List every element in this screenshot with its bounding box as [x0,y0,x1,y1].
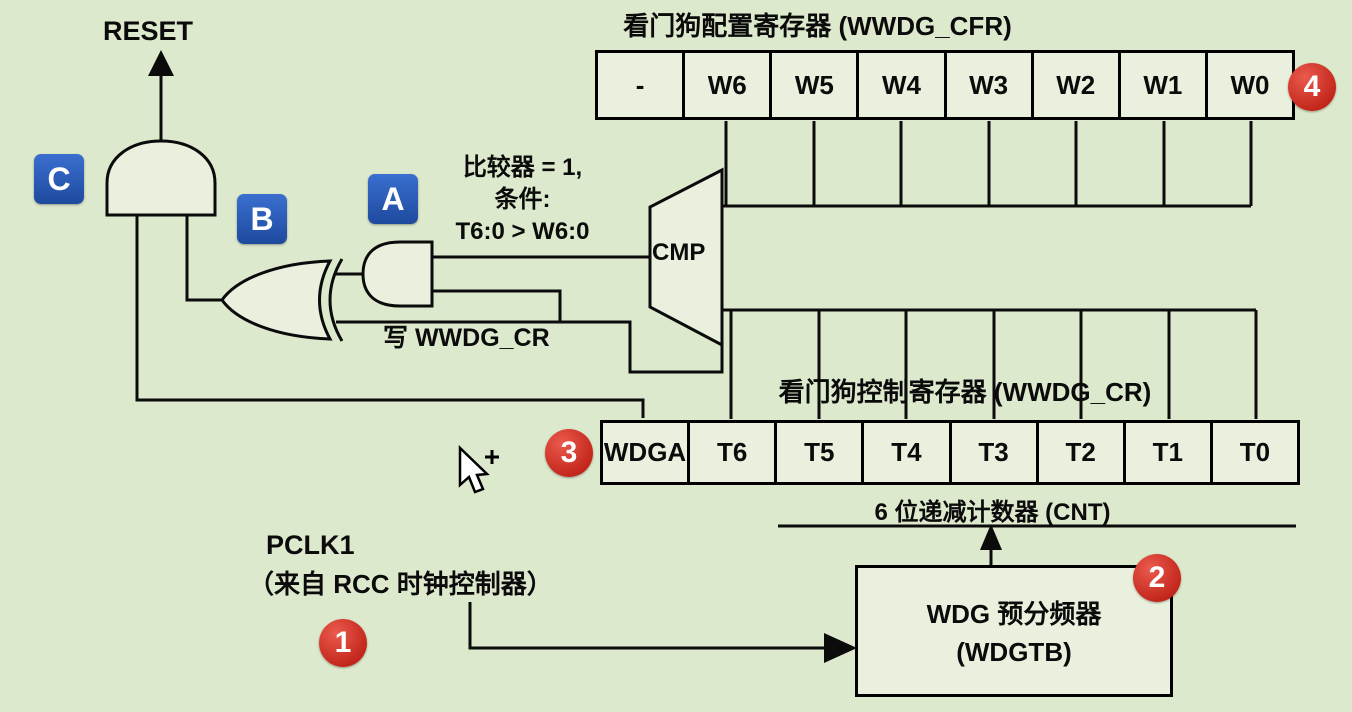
marker-2-badge: 2 [1133,554,1181,602]
cr-register-title: 看门狗控制寄存器 (WWDG_CR) [778,377,1152,407]
cnt-counter-label: 6 位递减计数器 (CNT) [874,499,1111,526]
cfr-register: - W6 W5 W4 W3 W2 W1 W0 [595,50,1295,120]
cfr-bit-w3: W3 [947,53,1034,117]
cr-bit-t5: T5 [777,423,865,482]
comparator-note: 比较器 = 1, 条件: T6:0 > W6:0 [425,152,620,248]
marker-1-badge: 1 [319,619,367,667]
cr-bit-t2: T2 [1039,423,1126,482]
cfr-bus-wires [722,121,1253,208]
cfr-bit-w6: W6 [685,53,773,117]
gate-b-to-gate-c-wire [185,215,223,302]
wdg-prescaler-box: WDG 预分频器 (WDGTB) [855,565,1173,697]
cfr-register-title: 看门狗配置寄存器 (WWDG_CFR) [623,11,1012,41]
marker-b-badge: B [237,194,287,244]
reset-label: RESET [103,16,194,46]
cfr-bit-w2: W2 [1034,53,1121,117]
wdga-feedback-wire [135,215,645,418]
cmp-label: CMP [652,239,706,266]
wdg-prescaler-label: WDG 预分频器 [926,599,1102,629]
cfr-bit-w4: W4 [859,53,947,117]
cr-bus-wires [722,308,1258,419]
marker-3-badge: 3 [545,429,593,477]
cr-bit-t4: T4 [864,423,952,482]
pclk-arrowhead-icon [824,633,857,663]
comparator-note-line3: T6:0 > W6:0 [455,218,590,245]
mouse-cursor-icon [458,445,499,494]
cr-bit-t3: T3 [952,423,1039,482]
cr-bit-t0: T0 [1239,437,1271,467]
wdgtb-label: (WDGTB) [956,637,1072,667]
and-gate-a [361,240,434,308]
t6-feedback-wire [336,320,724,374]
or-gate-b-back-arc [328,258,344,342]
cr-bit-t1: T1 [1126,423,1213,482]
cmp-comparator-shape [648,167,724,348]
write-wwdg-cr-label: 写 WWDG_CR [383,324,550,352]
cfr-bit-w1: W1 [1121,53,1208,117]
and-gate-c [105,139,217,217]
marker-a-badge: A [368,174,418,224]
comparator-note-line1: 比较器 = 1, [462,154,583,181]
cfr-bit-w5: W5 [772,53,860,117]
pclk1-label: PCLK1 [266,530,355,560]
cr-register: WDGA T6 T5 T4 T3 T2 T1 T0 [600,420,1300,485]
reset-arrowhead-icon [148,50,174,76]
pclk1-source-label: （来自 RCC 时钟控制器） [248,569,553,599]
or-gate-b [220,259,333,341]
cnt-arrowhead-icon [980,524,1002,550]
cfr-bit-reserved: - [598,53,686,117]
comparator-note-line2: 条件: [494,186,551,213]
pclk-wire [468,602,826,650]
cfr-bit-w0: W0 [1230,69,1270,100]
marker-4-badge: 4 [1288,63,1336,111]
write-wwdg-cr-wire [432,289,562,321]
cr-bit-t6: T6 [690,423,778,482]
marker-c-badge: C [34,154,84,204]
cr-bit-wdga: WDGA [603,423,691,482]
